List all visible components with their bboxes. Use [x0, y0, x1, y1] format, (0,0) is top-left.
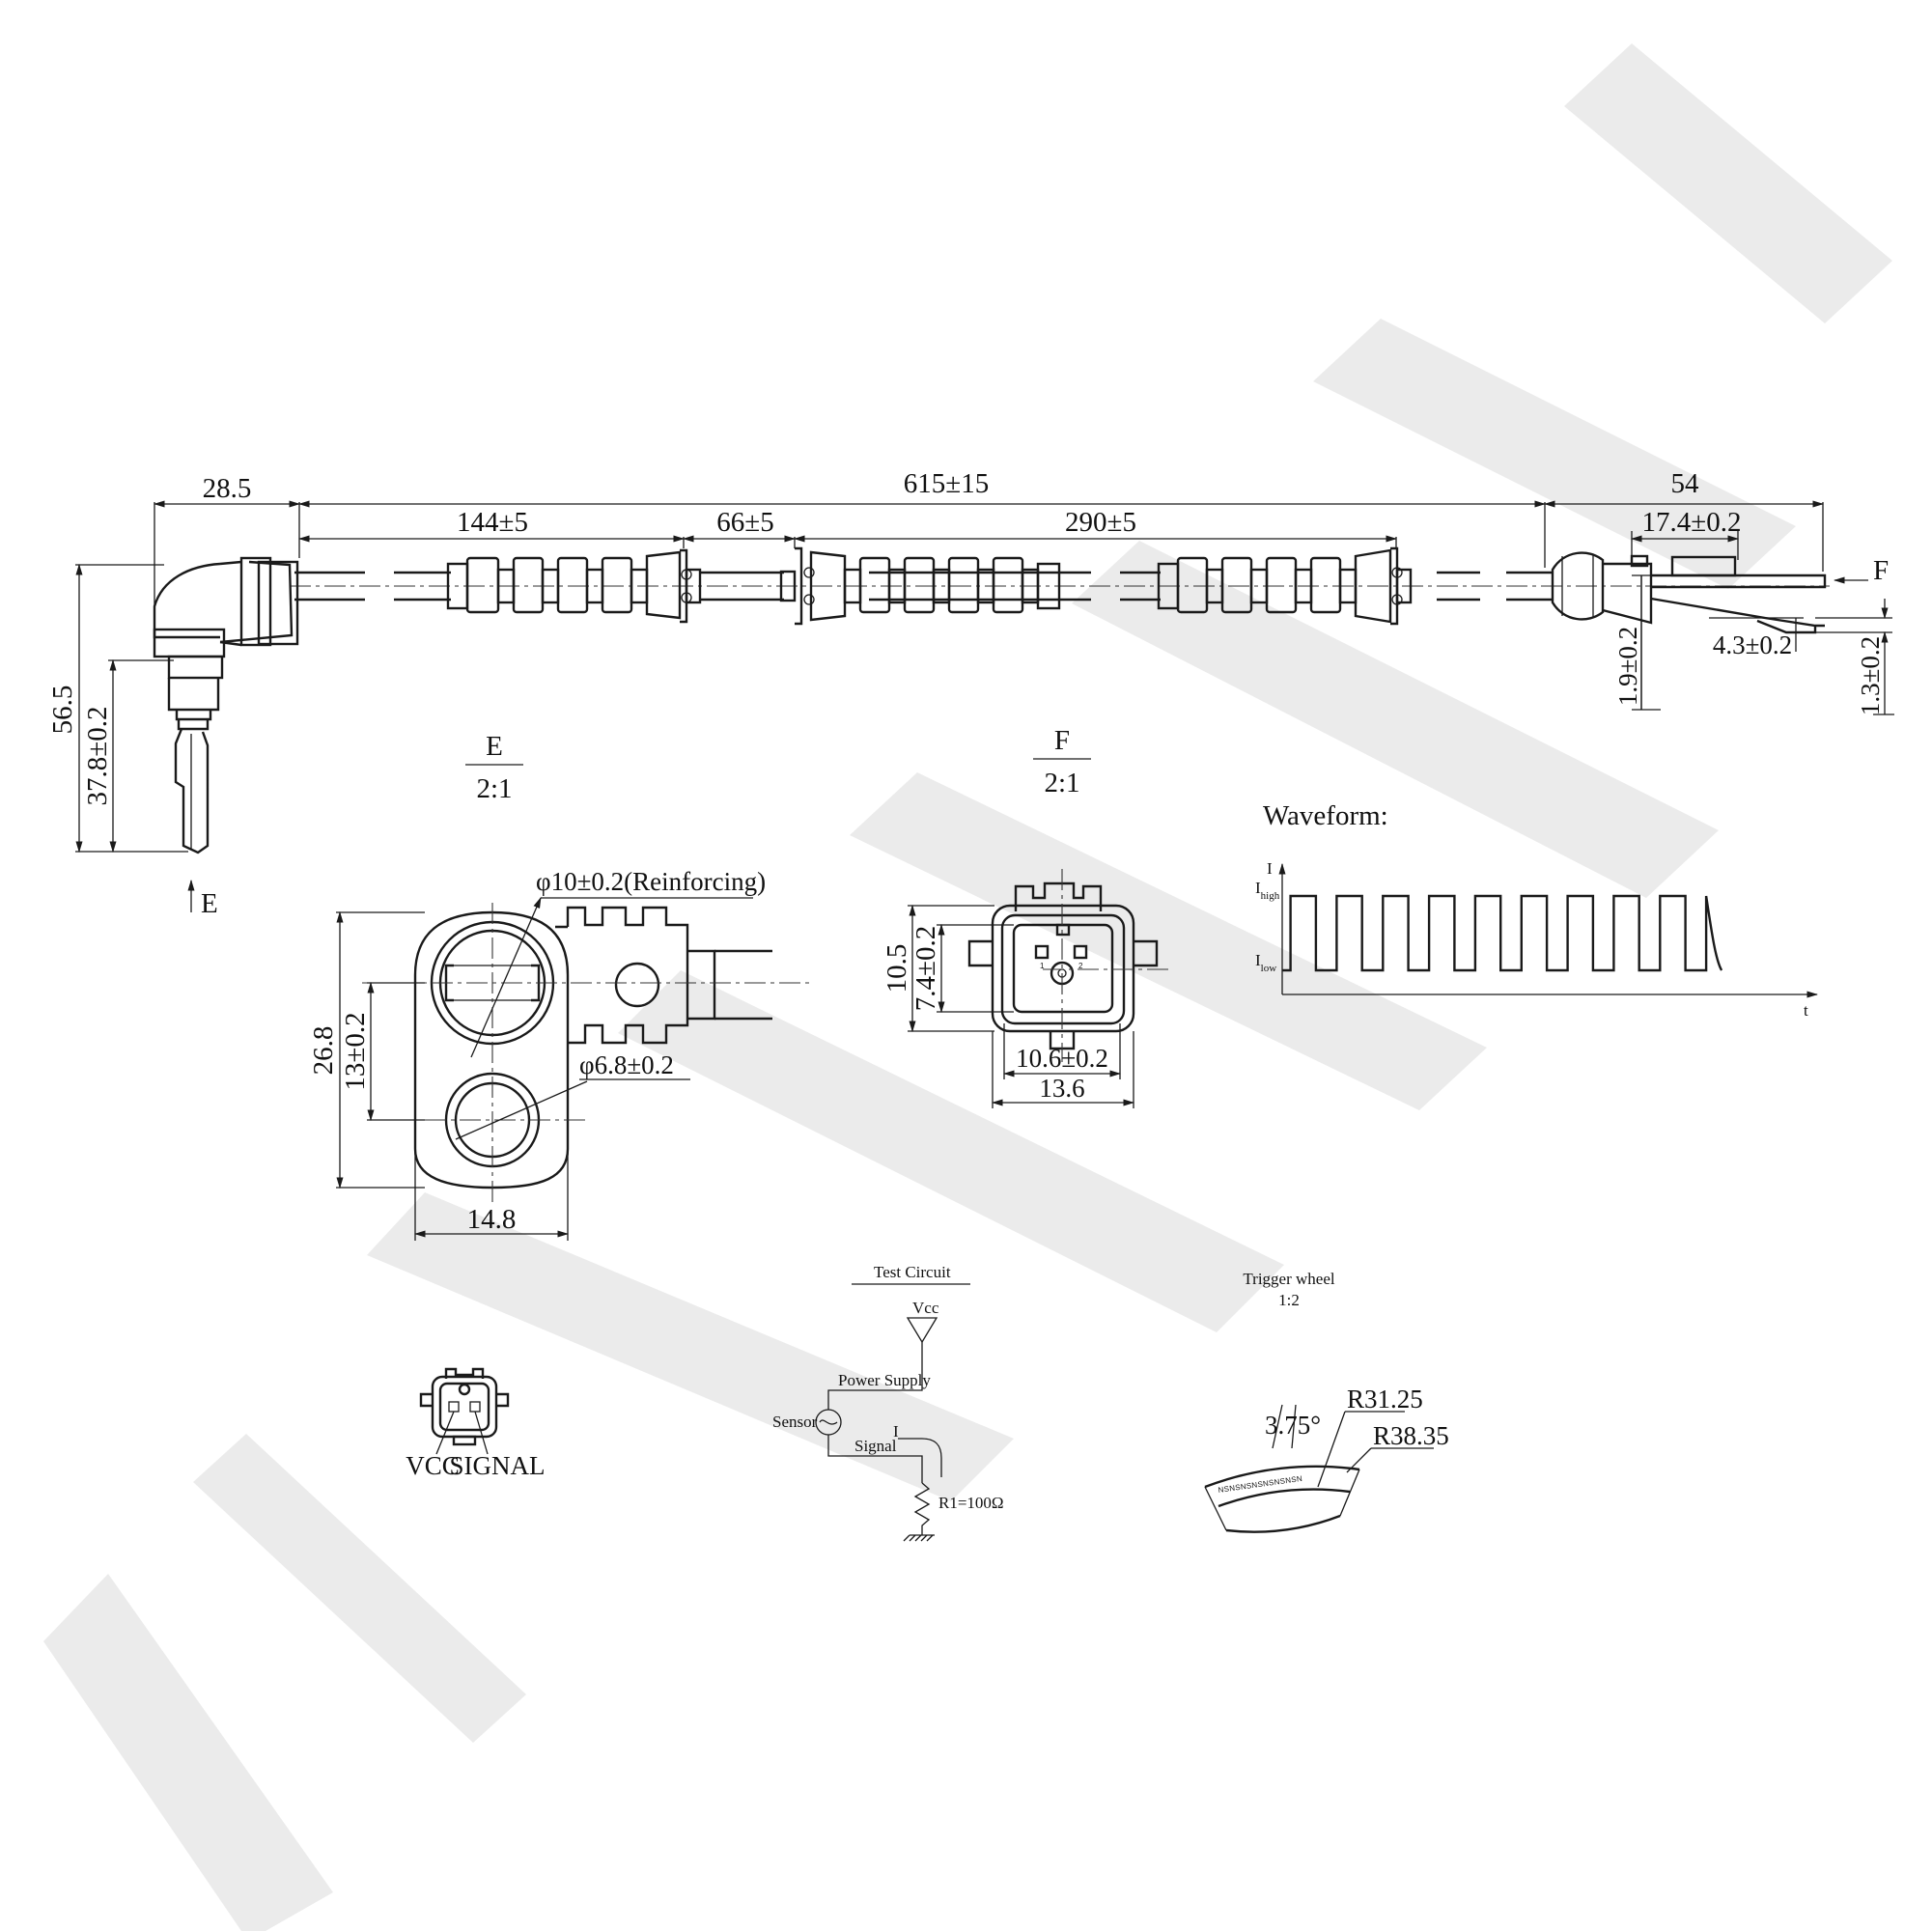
- trigger-wheel-angle: 3.75°: [1265, 1411, 1321, 1440]
- waveform-high-label: Ihigh: [1255, 879, 1280, 902]
- view-marker-f: F: [1873, 555, 1889, 586]
- dim-4-3: 4.3±0.2: [1713, 630, 1792, 659]
- trigger-wheel-r-inner: R31.25: [1347, 1385, 1423, 1413]
- dim-54: 54: [1671, 468, 1700, 499]
- sensor-head: [153, 556, 299, 854]
- test-circuit-title: Test Circuit: [874, 1263, 951, 1281]
- dim-17-4: 17.4±0.2: [1642, 507, 1742, 538]
- pinout-vcc: VCC: [406, 1451, 460, 1480]
- detail-f-outer-w: 13.6: [1039, 1074, 1084, 1103]
- detail-e-height: 26.8: [308, 1026, 339, 1076]
- detail-f-pin1: 1: [1040, 962, 1045, 970]
- test-circuit: Test Circuit Vcc Power Supply Sensor I S…: [772, 1263, 1004, 1542]
- detail-e-view: E 2:1 φ10±0.2(Reinforcing) φ6.8±0.2 26.8…: [308, 731, 811, 1241]
- detail-f-outer-h: 10.5: [882, 944, 912, 993]
- detail-f-view: F 2:1 1 2 10.5 7.4±0.2 10.6±0.2 13.6: [882, 725, 1173, 1108]
- trigger-wheel-title: Trigger wheel: [1243, 1270, 1334, 1288]
- dim-66: 66±5: [716, 507, 773, 538]
- detail-f-scale: 2:1: [1044, 768, 1079, 798]
- test-circuit-current: I: [893, 1422, 899, 1441]
- dim-28-5: 28.5: [203, 473, 252, 504]
- waveform-x-axis: t: [1804, 1001, 1808, 1020]
- detail-f-pin2: 2: [1078, 962, 1083, 970]
- pinout-signal: SIGNAL: [450, 1451, 546, 1480]
- detail-f-inner-w: 10.6±0.2: [1016, 1044, 1108, 1073]
- watermark-logo: [43, 43, 1892, 1931]
- trigger-wheel-scale: 1:2: [1278, 1291, 1300, 1309]
- dim-290: 290±5: [1065, 507, 1136, 538]
- dim-1-9: 1.9±0.2: [1613, 627, 1642, 706]
- dim-37-8: 37.8±0.2: [82, 707, 113, 806]
- detail-e-width: 14.8: [467, 1204, 517, 1235]
- dim-615: 615±15: [904, 468, 989, 499]
- test-circuit-sensor: Sensor: [772, 1413, 818, 1431]
- waveform-y-axis: I: [1267, 859, 1273, 878]
- detail-f-inner-h: 7.4±0.2: [910, 926, 941, 1011]
- cable-clip-2: [779, 546, 1061, 626]
- waveform-low-label: Ilow: [1255, 951, 1276, 974]
- detail-e-scale: 2:1: [476, 773, 512, 804]
- test-circuit-vcc: Vcc: [912, 1299, 939, 1317]
- waveform-trace: [1282, 894, 1723, 972]
- cable-clip-3: [1157, 546, 1413, 626]
- test-circuit-signal: Signal: [854, 1437, 897, 1455]
- detail-f-label: F: [1054, 725, 1070, 756]
- test-circuit-resistor: R1=100Ω: [938, 1494, 1004, 1512]
- detail-e-pitch: 13±0.2: [340, 1012, 371, 1090]
- dim-1-3: 1.3±0.2: [1856, 636, 1885, 715]
- dim-56-5: 56.5: [47, 686, 78, 735]
- waveform-title: Waveform:: [1263, 800, 1388, 831]
- trigger-wheel-r-outer: R38.35: [1373, 1421, 1449, 1450]
- view-marker-e: E: [201, 888, 218, 919]
- connector-end: [1551, 551, 1827, 710]
- trigger-wheel: Trigger wheel 1:2 NSNSNSNSNSNSNSN 3.75° …: [1204, 1270, 1449, 1533]
- pinout-connector: VCC SIGNAL: [406, 1367, 546, 1480]
- sensor-assembly: 28.5 615±15 54 144±5 66±5 290±5 17.4±0.2…: [47, 468, 1894, 919]
- detail-e-reinforcing: φ10±0.2(Reinforcing): [536, 867, 766, 896]
- waveform-chart: Waveform: I t Ihigh Ilow: [1255, 800, 1819, 1020]
- dim-144: 144±5: [457, 507, 528, 538]
- cable-clip-1: [446, 548, 702, 624]
- test-circuit-power: Power Supply: [838, 1371, 931, 1389]
- detail-e-hole: φ6.8±0.2: [579, 1050, 674, 1079]
- detail-e-label: E: [486, 731, 503, 762]
